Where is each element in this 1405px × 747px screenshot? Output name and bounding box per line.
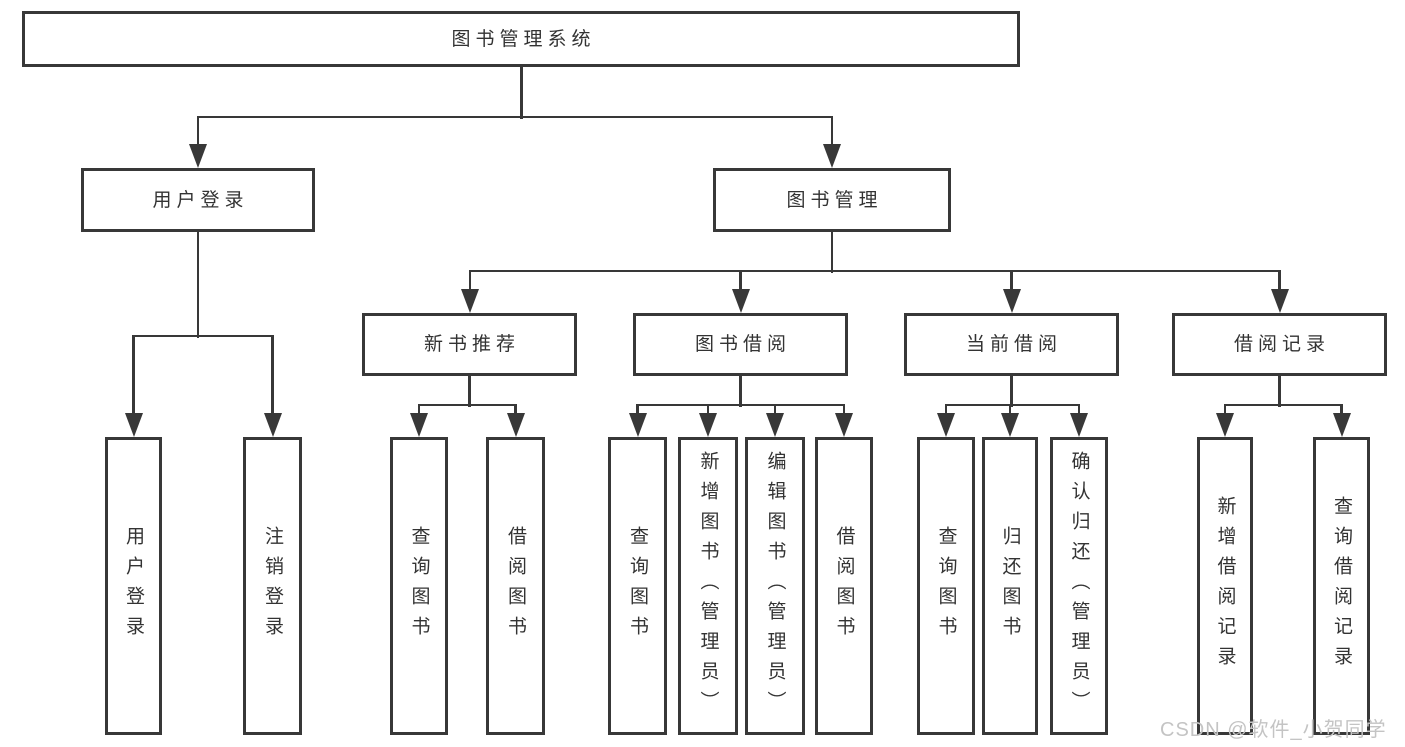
arrow-down-icon — [410, 413, 428, 437]
node-root: 图书管理系统 — [22, 11, 1020, 67]
arrow-down-icon — [823, 144, 841, 168]
node-borrow-records: 借阅记录 — [1172, 313, 1387, 376]
connector-line — [842, 405, 846, 420]
connector-line — [1340, 405, 1343, 420]
connector-line — [196, 115, 834, 119]
connector-line — [830, 232, 834, 273]
connector-line — [1010, 376, 1013, 407]
arrow-down-icon — [1216, 413, 1234, 437]
leaf-query-books-1: 查询图书 — [390, 437, 448, 735]
arrow-down-icon — [731, 289, 750, 313]
leaf-borrow-books-1: 借阅图书 — [486, 437, 545, 735]
leaf-add-books-admin: 新增图书（管理员） — [678, 437, 738, 735]
leaf-query-borrow-record: 查询借阅记录 — [1313, 437, 1370, 735]
arrow-down-icon — [1002, 289, 1021, 313]
arrow-down-icon — [628, 413, 647, 437]
connector-line — [468, 271, 472, 295]
connector-line — [1278, 271, 1281, 295]
arrow-down-icon — [1270, 289, 1289, 313]
arrow-down-icon — [124, 413, 143, 437]
connector-line — [944, 405, 948, 420]
arrow-down-icon — [1001, 413, 1019, 437]
connector-line — [1278, 376, 1281, 407]
connector-line — [773, 405, 777, 420]
arrow-down-icon — [835, 413, 853, 437]
leaf-borrow-books-2: 借阅图书 — [815, 437, 873, 735]
connector-line — [1008, 405, 1012, 420]
leaf-user-login: 用户登录 — [105, 437, 162, 735]
connector-line — [636, 405, 639, 420]
connector-line — [830, 117, 834, 150]
arrow-down-icon — [937, 413, 955, 437]
connector-line — [706, 405, 710, 420]
leaf-edit-books-admin: 编辑图书（管理员） — [745, 437, 805, 735]
connector-line — [1077, 405, 1081, 420]
leaf-return-books: 归还图书 — [982, 437, 1038, 735]
node-current-borrow: 当前借阅 — [904, 313, 1119, 376]
node-user-login: 用户登录 — [81, 168, 315, 232]
node-book-borrow: 图书借阅 — [633, 313, 848, 376]
connector-line — [196, 117, 200, 150]
arrow-down-icon — [699, 413, 717, 437]
leaf-logout: 注销登录 — [243, 437, 302, 735]
arrow-down-icon — [263, 413, 282, 437]
connector-line — [271, 336, 274, 420]
leaf-add-borrow-record: 新增借阅记录 — [1197, 437, 1253, 735]
arrow-down-icon — [461, 289, 479, 313]
connector-line — [468, 269, 1281, 273]
leaf-query-books-2: 查询图书 — [608, 437, 667, 735]
arrow-down-icon — [1332, 413, 1351, 437]
node-new-book-recommend: 新书推荐 — [362, 313, 577, 376]
connector-line — [196, 232, 200, 338]
leaf-query-books-3: 查询图书 — [917, 437, 975, 735]
arrow-down-icon — [189, 144, 207, 168]
arrow-down-icon — [766, 413, 784, 437]
connector-line — [520, 67, 523, 119]
connector-line — [468, 376, 471, 407]
connector-line — [132, 336, 135, 420]
connector-line — [739, 271, 742, 295]
connector-line — [1223, 405, 1227, 420]
connector-line — [1223, 403, 1343, 407]
connector-line — [944, 403, 1081, 407]
connector-line — [417, 405, 421, 420]
connector-line — [132, 334, 274, 338]
leaf-confirm-return-admin: 确认归还（管理员） — [1050, 437, 1108, 735]
connector-line — [417, 403, 517, 407]
connector-line — [514, 405, 517, 420]
connector-line — [636, 403, 846, 407]
watermark: CSDN @软件_小贺同学 — [1160, 719, 1387, 741]
arrow-down-icon — [506, 413, 525, 437]
arrow-down-icon — [1070, 413, 1088, 437]
connector-line — [739, 376, 742, 407]
node-book-management: 图书管理 — [713, 168, 951, 232]
connector-line — [1010, 271, 1013, 295]
